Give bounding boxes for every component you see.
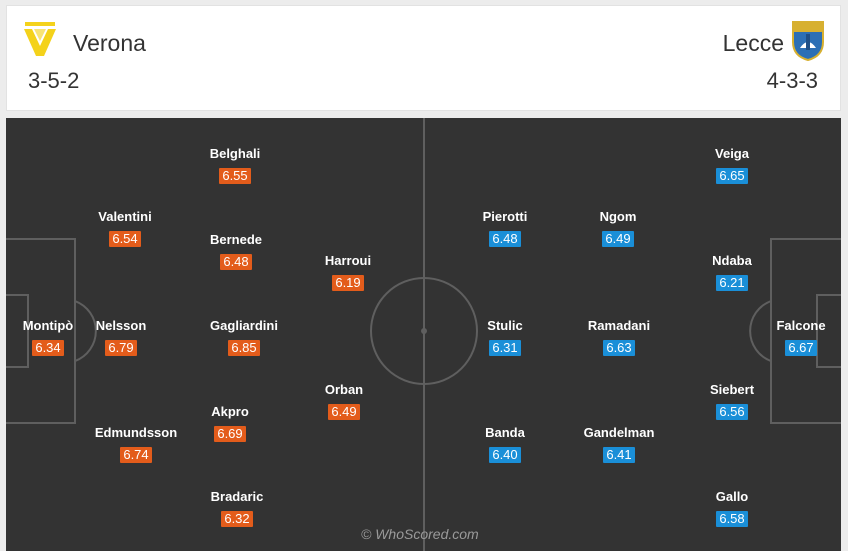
player-rating: 6.31 (489, 340, 521, 356)
player-card[interactable]: Stulic 6.31 (460, 318, 550, 357)
away-team-name[interactable]: Lecce (722, 30, 784, 56)
player-card[interactable]: Montipò 6.34 (6, 318, 93, 357)
player-rating: 6.74 (120, 447, 152, 463)
player-rating: 6.85 (228, 340, 260, 356)
player-name: Bernede (209, 232, 263, 247)
player-name: Akpro (211, 404, 249, 419)
player-card[interactable]: Ramadani 6.63 (574, 318, 664, 357)
player-name: Belghali (209, 146, 261, 161)
player-name: Harroui (324, 253, 372, 268)
player-card[interactable]: Falcone 6.67 (756, 318, 841, 357)
player-rating: 6.58 (716, 511, 748, 527)
pitch-markings (6, 118, 841, 551)
player-card[interactable]: Ndaba 6.21 (687, 253, 777, 292)
player-rating: 6.41 (603, 447, 635, 463)
player-name: Valentini (98, 209, 152, 224)
player-card[interactable]: Nelsson 6.79 (76, 318, 166, 357)
player-rating: 6.32 (221, 511, 253, 527)
away-formation: 4-3-3 (766, 68, 818, 93)
player-card[interactable]: Gagliardini 6.85 (199, 318, 289, 357)
player-name: Edmundsson (94, 425, 178, 440)
player-card[interactable]: Bradaric 6.32 (192, 489, 282, 528)
player-rating: 6.63 (603, 340, 635, 356)
player-card[interactable]: Veiga 6.65 (687, 146, 777, 185)
home-team-name[interactable]: Verona (73, 30, 146, 56)
pitch: Montipò 6.34 Valentini 6.54 Nelsson 6.79… (6, 118, 841, 551)
player-name: Nelsson (95, 318, 147, 333)
player-name: Gandelman (583, 425, 655, 440)
player-card[interactable]: Akpro 6.69 (185, 404, 275, 443)
verona-crest-icon (24, 22, 56, 56)
player-card[interactable]: Gallo 6.58 (687, 489, 777, 528)
player-name: Siebert (709, 382, 755, 397)
player-card[interactable]: Bernede 6.48 (191, 232, 281, 271)
home-formation: 3-5-2 (28, 68, 80, 93)
player-card[interactable]: Ngom 6.49 (573, 209, 663, 248)
player-rating: 6.69 (214, 426, 246, 442)
watermark: © WhoScored.com (361, 526, 479, 542)
player-rating: 6.21 (716, 275, 748, 291)
player-card[interactable]: Pierotti 6.48 (460, 209, 550, 248)
player-card[interactable]: Siebert 6.56 (687, 382, 777, 421)
player-name: Ramadani (587, 318, 651, 333)
player-rating: 6.79 (105, 340, 137, 356)
player-name: Banda (485, 425, 525, 440)
player-rating: 6.40 (489, 447, 521, 463)
player-card[interactable]: Edmundsson 6.74 (91, 425, 181, 464)
player-rating: 6.65 (716, 168, 748, 184)
player-name: Gallo (715, 489, 749, 504)
player-rating: 6.55 (219, 168, 251, 184)
player-name: Falcone (776, 318, 826, 333)
player-name: Ndaba (712, 253, 752, 268)
player-name: Stulic (487, 318, 523, 333)
player-name: Montipò (22, 318, 74, 333)
player-rating: 6.67 (785, 340, 817, 356)
player-rating: 6.48 (220, 254, 252, 270)
player-rating: 6.49 (602, 231, 634, 247)
player-name: Ngom (599, 209, 637, 224)
player-name: Bradaric (210, 489, 264, 504)
player-card[interactable]: Gandelman 6.41 (574, 425, 664, 464)
player-card[interactable]: Belghali 6.55 (190, 146, 280, 185)
player-rating: 6.56 (716, 404, 748, 420)
player-name: Veiga (715, 146, 749, 161)
player-name: Pierotti (482, 209, 528, 224)
player-card[interactable]: Orban 6.49 (299, 382, 389, 421)
player-rating: 6.48 (489, 231, 521, 247)
player-rating: 6.54 (109, 231, 141, 247)
player-rating: 6.49 (328, 404, 360, 420)
match-header: Verona 3-5-2 Lecce 4-3-3 (6, 5, 841, 111)
player-card[interactable]: Harroui 6.19 (303, 253, 393, 292)
player-card[interactable]: Valentini 6.54 (80, 209, 170, 248)
player-name: Orban (324, 382, 364, 397)
lecce-crest-icon (792, 21, 824, 62)
player-rating: 6.19 (332, 275, 364, 291)
player-name: Gagliardini (210, 318, 278, 333)
player-rating: 6.34 (32, 340, 64, 356)
player-card[interactable]: Banda 6.40 (460, 425, 550, 464)
